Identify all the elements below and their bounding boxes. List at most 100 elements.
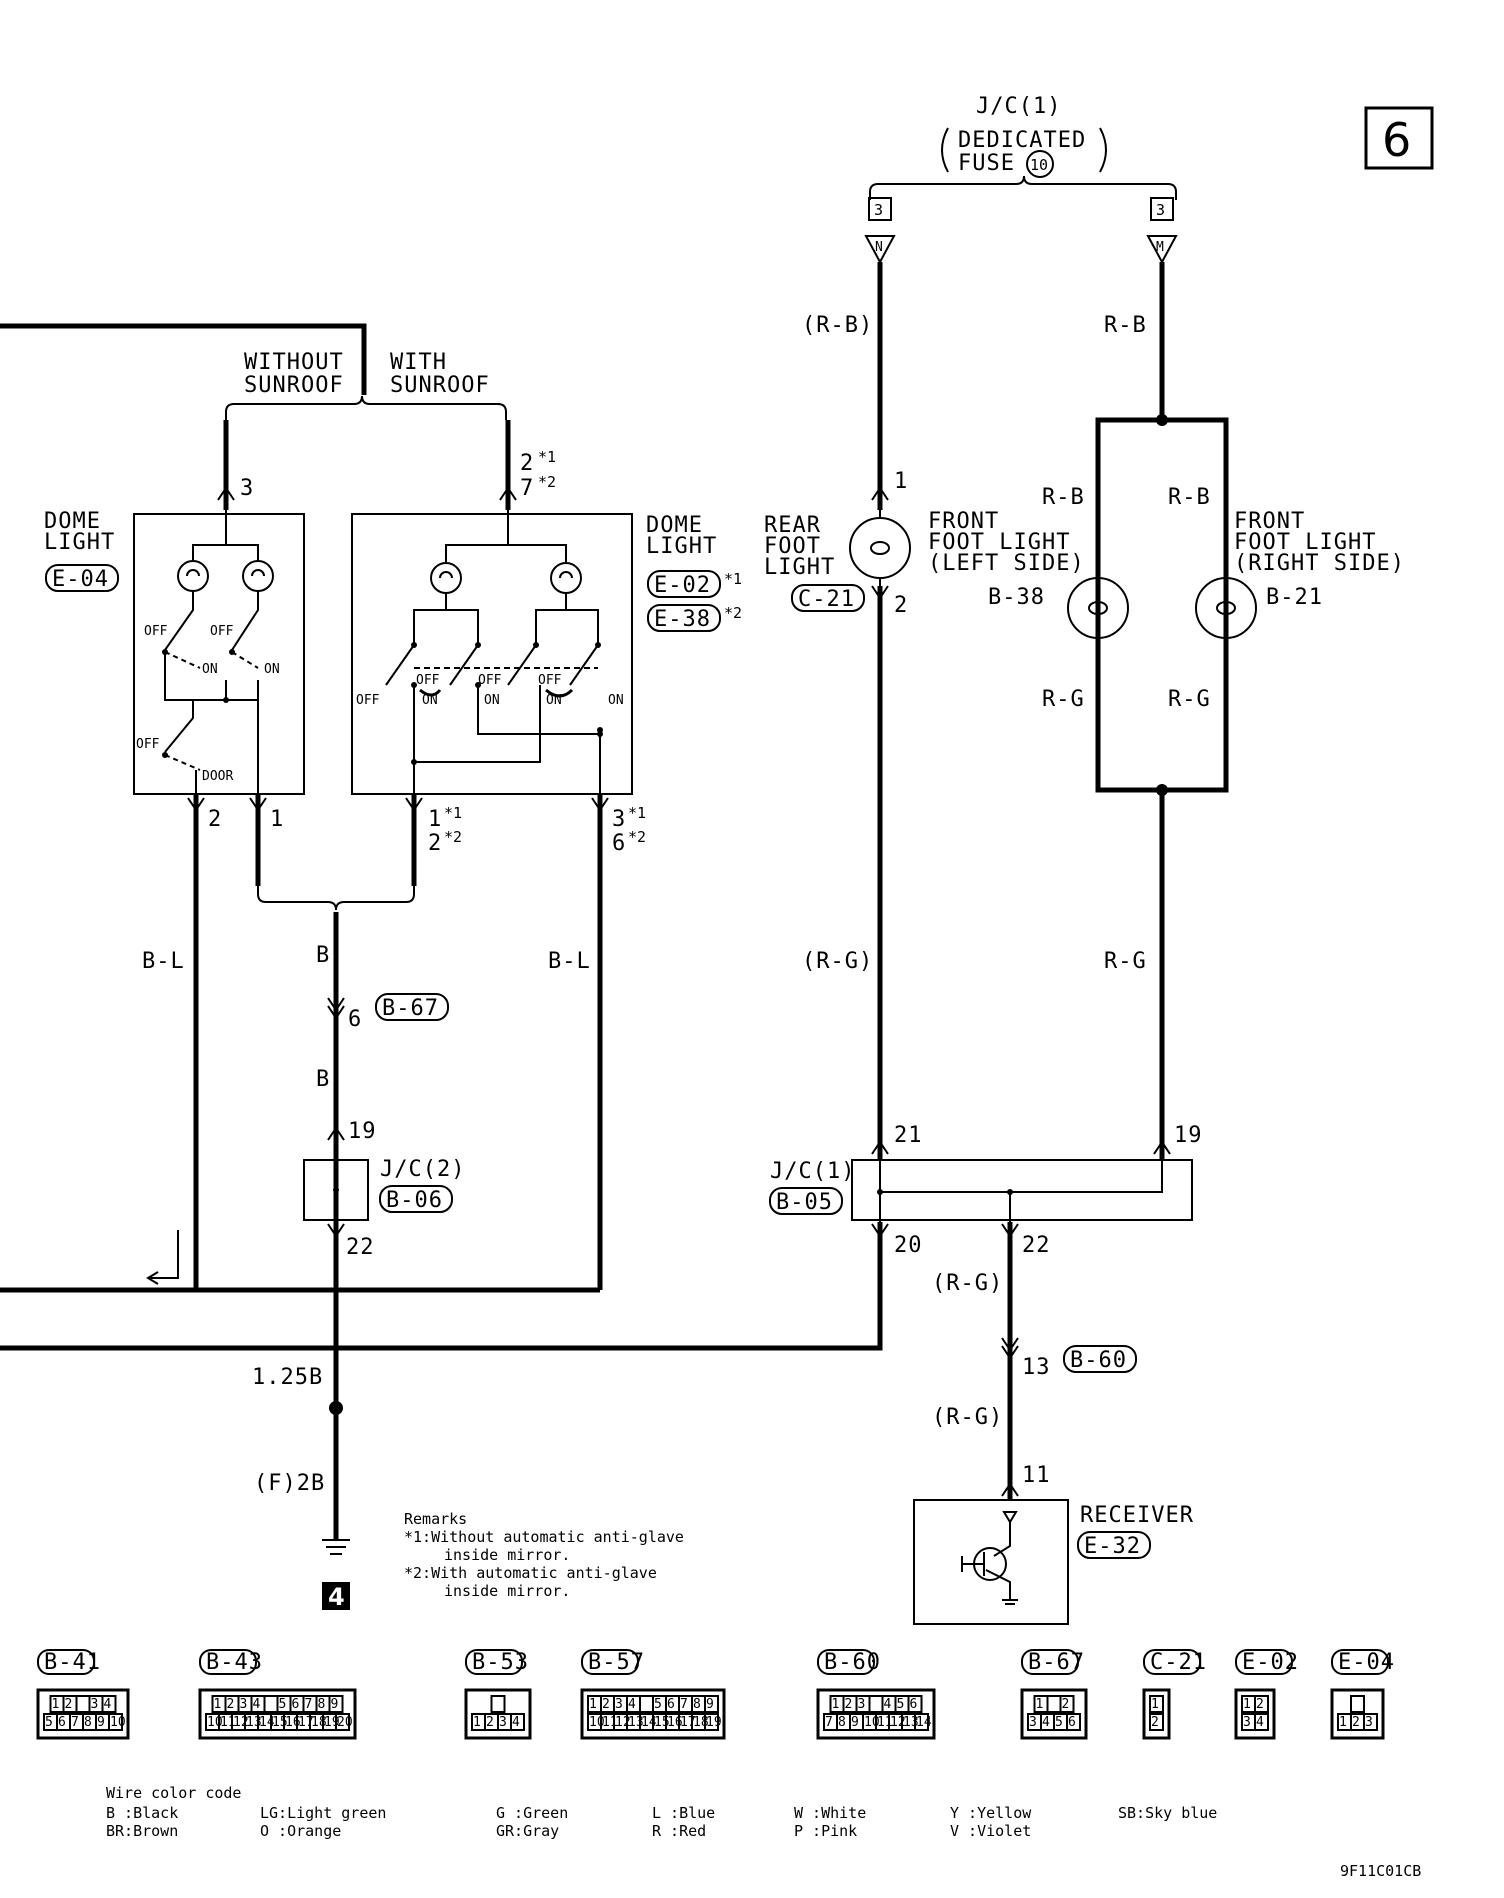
wire-b-2: B — [316, 1067, 330, 1092]
connector-label: B-41 — [44, 1650, 101, 1675]
rear-foot-name-2: FOOT — [764, 534, 821, 559]
wire-color-entry: R :Red — [652, 1822, 706, 1840]
wire-rg-left: R-G — [1042, 687, 1085, 712]
connector-pin: 7 — [305, 1697, 313, 1712]
connector-pin: 7 — [680, 1697, 688, 1712]
jc1-pin-21: 21 — [894, 1123, 923, 1148]
front-foot-left-connector: B-38 — [988, 585, 1045, 610]
wire-color-entry: GR:Gray — [496, 1822, 559, 1840]
dome-left-on-1: ON — [202, 662, 218, 677]
connector-pin: 6 — [58, 1715, 66, 1730]
fuse-circle — [1026, 150, 1054, 178]
wire-rg-right: R-G — [1168, 687, 1211, 712]
dome-left-pin-1: 1 — [270, 807, 284, 832]
wire-color-entry: Y :Yellow — [950, 1804, 1032, 1822]
front-foot-right-name-3: (RIGHT SIDE) — [1234, 551, 1405, 576]
dome-left-name-1: DOME — [44, 509, 101, 534]
connector-pin: 9 — [851, 1715, 859, 1730]
left-return-arrow — [148, 1230, 179, 1279]
dome-right-pin-bl-2: 2 — [428, 831, 442, 856]
jc1-pin-19: 19 — [1174, 1123, 1203, 1148]
wire-color-title: Wire color code — [106, 1784, 241, 1802]
connector-pin: 4 — [1256, 1715, 1264, 1730]
receiver: 11 RECEIVER E-32 — [913, 1463, 1194, 1625]
b67-connector: B-67 — [382, 996, 439, 1021]
connector-pin: 7 — [825, 1715, 833, 1730]
connector-label: B-67 — [1028, 1650, 1085, 1675]
jc2-pin-top: 19 — [348, 1119, 377, 1144]
connector-pin: 2 — [1352, 1715, 1360, 1730]
front-foot-right-name-1: FRONT — [1234, 509, 1305, 534]
connector-pin: 3 — [615, 1697, 623, 1712]
connector-label: B-60 — [824, 1650, 881, 1675]
connector-pin: 5 — [279, 1697, 287, 1712]
connector-pin: 3 — [1243, 1715, 1251, 1730]
connector-pin: 7 — [71, 1715, 79, 1730]
remarks: Remarks *1:Without automatic anti-glave … — [404, 1510, 684, 1600]
feed-wire-top-left — [0, 323, 367, 395]
connector-pin: 2 — [1062, 1697, 1070, 1712]
connector-pin: 2 — [227, 1697, 235, 1712]
jc1-connector: B-05 — [776, 1190, 833, 1215]
front-foot-right-name-2: FOOT LIGHT — [1234, 530, 1376, 555]
jc1-top-title: J/C(1) — [976, 94, 1061, 119]
dome-left-bulb-2 — [242, 560, 274, 592]
remarks-line-3: *2:With automatic anti-glave — [404, 1564, 657, 1582]
connector-pin: 6 — [910, 1697, 918, 1712]
fuse-number: 10 — [1030, 156, 1048, 174]
page-number: 6 — [1382, 113, 1411, 167]
connector-pin: 3 — [1029, 1715, 1037, 1730]
connector-pin: 3 — [858, 1697, 866, 1712]
dome-left-door: DOOR — [202, 769, 233, 784]
connector-pin: 5 — [45, 1715, 53, 1730]
front-foot-left-name-1: FRONT — [928, 509, 999, 534]
connector-label: C-21 — [1150, 1650, 1207, 1675]
connector-pin: 1 — [214, 1697, 222, 1712]
connector-pin: 1 — [473, 1715, 481, 1730]
receiver-name: RECEIVER — [1080, 1503, 1194, 1528]
wire-gauge-1: 1.25B — [252, 1365, 323, 1390]
connector-pin: 4 — [1042, 1715, 1050, 1730]
connector-pin: 2 — [1151, 1715, 1159, 1730]
dome-left-off-1: OFF — [144, 624, 168, 639]
bus-rg — [0, 1222, 883, 1351]
jc2-pin-bottom: 22 — [346, 1235, 375, 1260]
jc1-top-subtitle-2: FUSE — [958, 151, 1015, 176]
ground-ref: 4 — [328, 1583, 345, 1611]
connector-pin: 20 — [337, 1715, 353, 1730]
connector-pin: 4 — [628, 1697, 636, 1712]
wire-rb-left: R-B — [1042, 485, 1085, 510]
connector-pin: 1 — [1151, 1697, 1159, 1712]
wire-color-entry: V :Violet — [950, 1822, 1031, 1840]
wire-rb-paren: (R-B) — [802, 313, 873, 338]
rear-foot-pin-top: 1 — [894, 469, 908, 494]
dome-light-right: 2 *1 7 *2 DOME LIGHT E-02 *1 E-38 *2 OFF… — [351, 420, 742, 1290]
wire-gauge-2: (F)2B — [254, 1471, 325, 1496]
connector-pin: 3 — [240, 1697, 248, 1712]
dome-left-connector: E-04 — [52, 567, 109, 592]
dome-right-off-3: OFF — [478, 673, 502, 688]
jc1-top-subtitle-1: DEDICATED — [958, 128, 1086, 153]
connector-pin: 2 — [486, 1715, 494, 1730]
dome-right-on-1: ON — [422, 693, 438, 708]
connector-pin: 1 — [589, 1697, 597, 1712]
front-foot-left-name-3: (LEFT SIDE) — [928, 551, 1085, 576]
connector-pin: 3 — [91, 1697, 99, 1712]
rear-foot-bulb — [849, 517, 911, 579]
front-foot-loop — [1095, 417, 1229, 793]
wire-color-entry: B :Black — [106, 1804, 178, 1822]
connector-pin: 8 — [318, 1697, 326, 1712]
right-terminal-box: 3 — [1156, 201, 1165, 219]
connector-pin: 2 — [1256, 1697, 1264, 1712]
rear-foot-name-1: REAR — [764, 513, 821, 538]
wire-b-1: B — [316, 943, 330, 968]
without-sunroof-1: WITHOUT — [244, 350, 344, 375]
wire-rg-paren: (R-G) — [802, 949, 873, 974]
remarks-line-2: inside mirror. — [444, 1546, 570, 1564]
dome-left-off-2: OFF — [210, 624, 234, 639]
connector-pin: 2 — [845, 1697, 853, 1712]
